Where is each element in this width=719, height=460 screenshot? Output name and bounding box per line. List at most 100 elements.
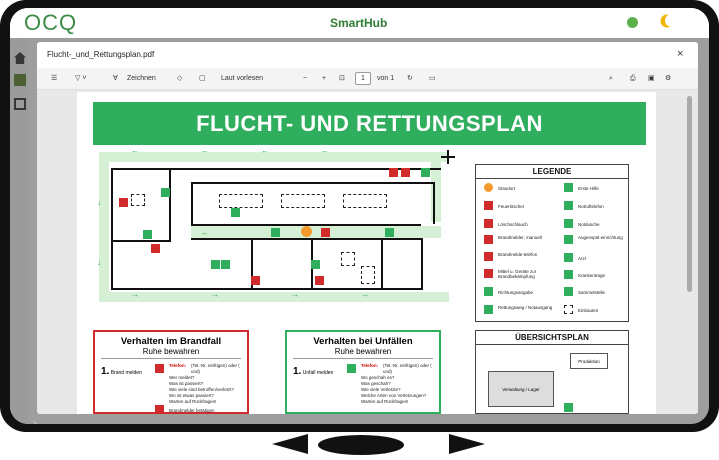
built-in-fixture	[131, 194, 145, 206]
fire-subtitle: Ruhe bewahren	[101, 347, 241, 359]
zoom-out-button[interactable]: −	[303, 75, 308, 82]
collection-point-marker	[447, 150, 449, 164]
chevron-right-icon[interactable]: >	[32, 418, 38, 424]
app-logo[interactable]: OCQ	[24, 10, 78, 35]
first-aid-icon	[221, 260, 230, 269]
highlight-icon[interactable]: ▽ ˅	[75, 75, 87, 82]
doctor-icon	[564, 253, 573, 262]
search-icon[interactable]: ⌕	[609, 75, 613, 82]
legend-label: Richtungsangabe	[498, 290, 534, 295]
accident-step-number: 1.	[293, 366, 302, 377]
standort-marker	[301, 226, 312, 237]
home-icon[interactable]	[14, 52, 26, 64]
wall	[251, 240, 253, 288]
accident-step: 1. Unfall melden	[293, 366, 333, 377]
emergency-exit-icon	[484, 305, 493, 314]
print-icon[interactable]: ⎙	[630, 75, 636, 82]
menu-icon[interactable]: ☰	[51, 75, 58, 82]
stretcher-icon	[564, 270, 573, 279]
pdf-viewer-modal: Flucht-_und_Rettungsplan.pdf × ☰ ▽ ˅ ∀ Z…	[37, 42, 698, 414]
accident-question: Wo geschah es?	[361, 375, 395, 380]
fire-hose-icon	[401, 168, 410, 177]
rotate-icon[interactable]: ↻	[407, 75, 413, 82]
corridor	[99, 152, 449, 162]
phone-icon	[564, 201, 573, 210]
moon-icon[interactable]	[663, 12, 680, 29]
fire-step-number: 1.	[101, 366, 110, 377]
legend-label: Brandmelder, manuell	[498, 235, 542, 240]
folder-icon[interactable]	[14, 74, 26, 86]
wall	[191, 224, 421, 226]
fire-question: Wo ist etwas passiert?	[169, 393, 214, 398]
shower-icon	[564, 219, 573, 228]
fire-alarm-icon	[155, 405, 164, 414]
zoom-in-button[interactable]: +	[322, 75, 327, 82]
scrollbar[interactable]	[687, 96, 692, 292]
eraser-icon[interactable]: ◇	[177, 75, 183, 82]
home-button[interactable]	[318, 435, 404, 455]
fire-phone-icon	[484, 252, 493, 261]
accident-step-label: Unfall melden	[302, 370, 334, 376]
app-title: SmartHub	[330, 16, 388, 30]
eyewash-icon	[564, 235, 573, 244]
read-aloud-button[interactable]: Laut vorlesen	[221, 75, 264, 82]
built-in-fixture	[341, 252, 355, 266]
wall	[169, 168, 171, 242]
accident-question: Wie viele Verletzte?	[361, 387, 401, 392]
built-in-fixture	[361, 266, 375, 284]
wall	[421, 238, 423, 290]
fire-title: Verhalten im Brandfall	[120, 336, 222, 347]
pdf-filename: Flucht-_und_Rettungsplan.pdf	[47, 50, 155, 59]
legend-label: Löschschlauch	[498, 222, 528, 227]
production-building: Produktion	[570, 353, 608, 369]
draw-button[interactable]: Zeichnen	[127, 75, 156, 82]
fire-phone-note: (Tel.-Nr. einfügen) oder ( und)	[191, 363, 240, 374]
globe-icon[interactable]	[627, 17, 638, 28]
legend-swatch-standort	[484, 183, 493, 192]
legend-label: Rettungsweg / Notausgang	[498, 305, 553, 310]
legend: LEGENDE Standort Erste Hilfe Feuerlösche…	[475, 164, 629, 322]
wall	[191, 238, 423, 240]
back-arrow-icon[interactable]	[272, 434, 308, 454]
fit-page-icon[interactable]: ⊡	[339, 75, 345, 82]
settings-icon[interactable]: ⚙	[665, 75, 672, 82]
emergency-exit-icon	[271, 228, 280, 237]
direction-arrow-icon	[484, 287, 493, 296]
read-icon[interactable]: ▢	[199, 75, 206, 82]
accident-phone-label: Telefon:	[361, 363, 379, 368]
direction-arrow: ↓	[97, 198, 101, 207]
save-icon[interactable]: ▣	[648, 75, 655, 82]
emergency-exit-icon	[421, 168, 430, 177]
fire-alarm-icon	[119, 198, 128, 207]
direction-arrow: ←	[321, 146, 329, 155]
phone-icon	[311, 260, 320, 269]
close-icon[interactable]: ×	[677, 48, 684, 60]
table-icon[interactable]	[14, 98, 26, 110]
fire-step-label: Brand melden	[110, 370, 142, 376]
wall	[111, 168, 441, 170]
accident-phone-note: (Tel.-Nr. einfügen) oder ( und)	[383, 363, 432, 374]
accident-question: Welche Arten von Verletzungen?	[361, 393, 427, 398]
direction-arrow: ↓	[97, 258, 101, 267]
page-number-input[interactable]: 1	[355, 72, 371, 85]
legend-label: Notdusche	[578, 222, 600, 227]
fire-alarm-icon	[251, 276, 260, 285]
draw-icon[interactable]: ∀	[113, 75, 118, 82]
forward-arrow-icon[interactable]	[449, 434, 485, 454]
emergency-exit-icon	[161, 188, 170, 197]
fire-alarm-label: Brandmelder betätigen	[169, 408, 215, 413]
direction-arrow: ←	[131, 146, 139, 155]
built-in-fixture	[343, 194, 387, 208]
direction-arrow: →	[131, 290, 139, 299]
overview-plan: ÜBERSICHTSPLAN Produktion Verwaltung / L…	[475, 330, 629, 414]
built-in-fixture	[281, 194, 325, 208]
accident-subtitle: Ruhe bewahren	[293, 347, 433, 359]
direction-arrow: ←	[261, 146, 269, 155]
fire-alarm-icon	[151, 244, 160, 253]
legend-label: Einbauten	[578, 308, 599, 313]
two-page-icon[interactable]: ▭	[429, 75, 436, 82]
emergency-exit-icon	[231, 208, 240, 217]
fixture-icon	[564, 305, 573, 314]
legend-label: Sammelstelle	[578, 290, 606, 295]
fire-phone-label: Telefon:	[169, 363, 187, 368]
